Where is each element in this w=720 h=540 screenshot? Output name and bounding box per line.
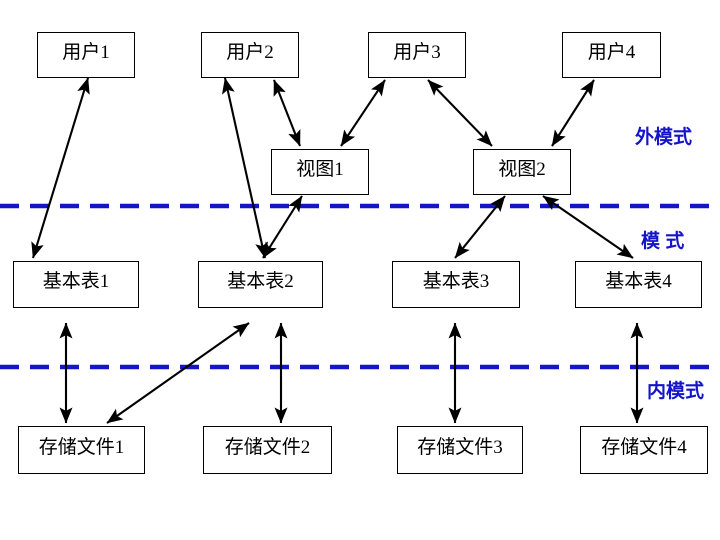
edge-table2-file1 [106,322,250,424]
schema-label-conceptual-schema: 模 式 [641,231,685,252]
file-box-label: 存储文件1 [38,436,125,458]
edge-user2-view1 [273,79,301,147]
edge-user4-view2 [551,79,595,147]
schema-label-internal-schema: 内模式 [647,381,705,402]
table-box-label: 基本表2 [227,271,294,292]
user-box-user3[interactable]: 用户3 [368,32,466,78]
user-box-user1[interactable]: 用户1 [37,32,135,78]
file-box-file4[interactable]: 存储文件4 [580,426,708,474]
view-box-label: 视图2 [498,158,546,180]
table-box-label: 基本表4 [605,271,672,292]
table-box-table1[interactable]: 基本表1 [13,261,139,308]
edge-user3-view1 [340,79,386,147]
view-box-view2[interactable]: 视图2 [473,149,571,195]
file-box-label: 存储文件2 [224,436,311,458]
view-box-label: 视图1 [296,158,344,180]
user-box-label: 用户3 [393,41,441,63]
file-box-label: 存储文件4 [601,436,687,458]
schema-label-external-schema: 外模式 [635,127,693,148]
table-box-label: 基本表3 [422,271,490,292]
user-box-label: 用户4 [587,41,636,63]
edge-user1-table1 [31,77,90,259]
edge-view2-table3 [454,195,506,259]
view-box-view1[interactable]: 视图1 [271,149,369,195]
table-box-table4[interactable]: 基本表4 [575,261,702,308]
table-box-table2[interactable]: 基本表2 [198,261,323,308]
edge-user3-view2 [427,79,493,147]
edge-user2-table2 [222,77,268,259]
user-box-user4[interactable]: 用户4 [562,32,661,78]
file-box-file2[interactable]: 存储文件2 [203,426,332,474]
file-box-file3[interactable]: 存储文件3 [397,426,523,474]
file-box-file1[interactable]: 存储文件1 [18,426,145,474]
user-box-label: 用户2 [226,41,274,63]
file-box-label: 存储文件3 [417,436,503,458]
user-box-label: 用户1 [62,41,110,63]
table-box-table3[interactable]: 基本表3 [392,261,520,308]
edge-view2-table4 [542,195,634,259]
table-box-label: 基本表1 [42,271,110,292]
edge-view1-table2 [262,195,303,259]
user-box-user2[interactable]: 用户2 [201,32,299,78]
